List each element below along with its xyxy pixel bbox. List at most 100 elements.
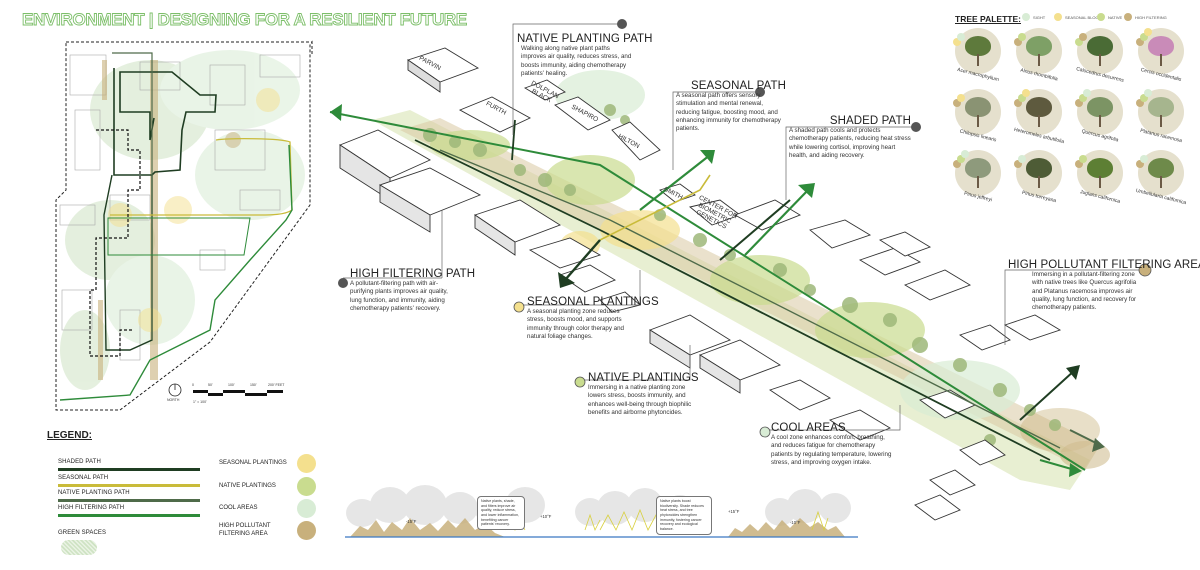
callout-heading: SEASONAL PATH — [690, 80, 786, 92]
legend-swatch — [58, 484, 200, 487]
callout-body: A shaded path cools and protects chemoth… — [789, 127, 911, 160]
scale-tick: 150' — [250, 383, 257, 387]
tree-canopy-icon — [965, 97, 991, 117]
axon-shaded-path — [414, 139, 1051, 461]
callout-cool-areas: COOL AREAS A cool zone enhances comfort,… — [771, 422, 896, 467]
callout-heading: SEASONAL PLANTINGS — [527, 296, 659, 308]
tree-attribute-badge — [953, 38, 961, 46]
scale-tick: 100' — [228, 383, 235, 387]
tree-attribute-badge — [1018, 155, 1026, 163]
tree-canopy-icon — [1148, 36, 1174, 56]
tree-canopy-icon — [1148, 97, 1174, 117]
axon-arrows — [330, 104, 1105, 477]
tree-attribute-badge — [1022, 89, 1030, 97]
callout-body: A cool zone enhances comfort, breathing,… — [771, 434, 892, 467]
tree-canopy-icon — [1026, 158, 1052, 178]
tree-attribute-badge — [1144, 89, 1152, 97]
tree-attribute-badge — [1136, 38, 1144, 46]
callout-heading: SHADED PATH — [829, 115, 911, 127]
tree-attribute-badge — [957, 155, 965, 163]
tree-canopy-icon — [1026, 36, 1052, 56]
callout-body: Immersing in a native planting zone lowe… — [588, 384, 692, 417]
section-note: Native plants boost biodiversity. Shade … — [656, 496, 712, 535]
scale-bar — [193, 390, 283, 396]
palette-key-label: SEASONAL BLOOM — [1065, 14, 1102, 20]
tree-canopy-icon — [1087, 97, 1113, 117]
legend-title: LEGEND: — [47, 430, 92, 441]
callout-dots — [338, 19, 1152, 438]
site-boundary — [55, 40, 313, 411]
tree-card: Juglans californica — [1075, 150, 1123, 205]
tree-trunk — [977, 54, 979, 66]
legend-label: GREEN SPACES — [58, 530, 107, 536]
tree-attribute-badge — [957, 94, 965, 102]
legend-high-pollutant-filtering-area: HIGH POLLUTANT FILTERING AREA — [219, 521, 324, 541]
scale-tick: 50' — [208, 383, 213, 387]
callout-seasonal-path: SEASONAL PATH A seasonal path offers sen… — [676, 80, 786, 134]
tree-attribute-badge — [953, 99, 961, 107]
north-label: NORTH — [167, 398, 180, 402]
legend-dot — [297, 521, 316, 540]
legend-label: SEASONAL PATH — [58, 475, 109, 481]
tree-trunk — [1160, 115, 1162, 127]
legend-label: NATIVE PLANTINGS — [219, 483, 276, 490]
page-title: ENVIRONMENT | DESIGNING FOR A RESILIENT … — [22, 10, 468, 30]
palette-key-native: NATIVE — [1097, 13, 1122, 21]
callout-body: A pollutant-filtering path with air-puri… — [350, 280, 448, 313]
callout-shaded-path: SHADED PATH A shaded path cools and prot… — [789, 115, 911, 160]
callout-leaders — [343, 23, 1143, 431]
section-temp: -15°F — [406, 519, 417, 524]
tree-trunk — [1038, 54, 1040, 66]
tree-attribute-badge — [1014, 38, 1022, 46]
legend-seasonal-path: SEASONAL PATH — [58, 475, 200, 487]
tree-trunk — [1038, 115, 1040, 127]
tree-attribute-badge — [1136, 160, 1144, 168]
tree-palette-title: TREE PALETTE: — [955, 14, 1021, 24]
legend-label: COOL AREAS — [219, 505, 258, 512]
palette-key-label: HIGH FILTERING — [1135, 14, 1167, 20]
tree-attribute-badge — [961, 150, 969, 158]
legend-dot — [297, 454, 316, 473]
tree-attribute-badge — [957, 33, 965, 41]
section-filter-ground — [350, 518, 505, 537]
tree-trunk — [977, 176, 979, 188]
tree-card: Pinus torreyana — [1014, 150, 1062, 204]
tree-card: Pinus jeffreyi — [953, 150, 1001, 203]
tree-card: Cercis occidentalis — [1136, 28, 1184, 83]
tree-card: Chilopsis linearis — [953, 89, 1001, 143]
legend-shaded-path: SHADED PATH — [58, 459, 200, 471]
plan-filtering-path — [59, 144, 293, 401]
callout-native-planting-path: NATIVE PLANTING PATH Walking along nativ… — [517, 33, 652, 78]
legend-high-filtering-path: HIGH FILTERING PATH — [58, 505, 200, 517]
tree-attribute-badge — [1018, 33, 1026, 41]
plan-shaded-path — [113, 68, 217, 176]
legend-label: SHADED PATH — [58, 459, 101, 465]
legend-label: NATIVE PLANTING PATH — [58, 490, 130, 496]
palette-key-dot — [1097, 13, 1105, 21]
tree-attribute-badge — [1083, 89, 1091, 97]
palette-key-high-filtering: HIGH FILTERING — [1124, 13, 1167, 21]
legend-dot — [297, 477, 316, 496]
callout-heading: HIGH FILTERING PATH — [350, 268, 476, 280]
palette-key-dot — [1124, 13, 1132, 21]
callout-native-plantings: NATIVE PLANTINGS Immersing in a native p… — [588, 372, 699, 417]
axon-filtering-path — [344, 114, 1086, 471]
tree-attribute-badge — [1136, 99, 1144, 107]
palette-key-seasonal-bloom: SEASONAL BLOOM — [1054, 13, 1102, 21]
legend-seasonal-plantings: SEASONAL PLANTINGS — [219, 454, 324, 474]
palette-key-label: NATIVE — [1108, 14, 1123, 20]
legend-native-planting-path: NATIVE PLANTING PATH — [58, 490, 200, 502]
palette-key-label: SIGHT — [1033, 14, 1046, 20]
callout-seasonal-plantings: SEASONAL PLANTINGS A seasonal planting z… — [527, 296, 659, 341]
tree-trunk — [1099, 115, 1101, 127]
tree-attribute-badge — [1075, 160, 1083, 168]
legend-green-spaces: GREEN SPACES — [58, 530, 200, 555]
tree-attribute-badge — [1140, 155, 1148, 163]
legend-dot — [297, 499, 316, 518]
tree-canopy-icon — [1087, 158, 1113, 178]
callout-body: Walking along native plant paths improve… — [521, 45, 632, 78]
tree-attribute-badge — [1014, 99, 1022, 107]
tree-card: Quercus agrifolia — [1075, 89, 1123, 143]
tree-attribute-badge — [1144, 28, 1152, 36]
